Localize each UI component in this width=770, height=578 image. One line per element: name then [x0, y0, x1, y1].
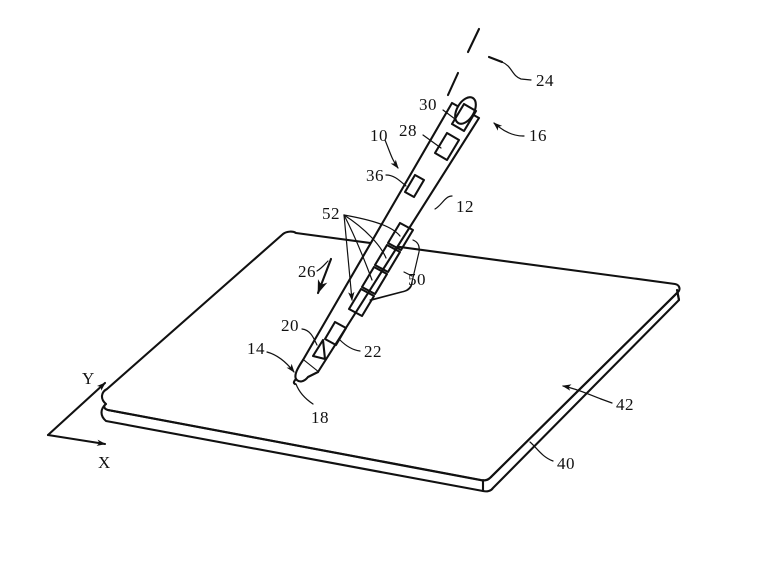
numeral-30: 30 — [419, 95, 437, 114]
numeral-26: 26 — [298, 262, 316, 281]
coordinate-axes — [46, 381, 107, 446]
leader-30 — [442, 109, 456, 120]
leader-50-bracket2 — [371, 281, 413, 301]
tablet-group — [100, 230, 681, 493]
numeral-22: 22 — [364, 342, 382, 361]
leader-52-fan — [343, 214, 401, 301]
numeral-14: 14 — [247, 339, 265, 358]
leader-26-arrow — [316, 257, 333, 295]
leader-42-line — [600, 398, 613, 404]
numeral-10: 10 — [370, 126, 388, 145]
stylus-axis-dashed-line — [446, 27, 504, 97]
leader-28 — [422, 134, 442, 149]
leader-16-arrow — [493, 122, 524, 137]
stylus-nib-point — [292, 377, 298, 386]
leader-20 — [301, 328, 318, 346]
numeral-20: 20 — [281, 316, 299, 335]
leader-10-arrow — [384, 139, 399, 169]
axis-y-arrow — [46, 381, 107, 437]
leader-42-arrow — [562, 384, 602, 400]
stylus-band-36 — [403, 173, 426, 199]
axis-label-x: X — [98, 453, 110, 472]
numeral-24: 24 — [536, 71, 554, 90]
numeral-28: 28 — [399, 121, 417, 140]
leader-50-tick — [403, 271, 413, 277]
leader-26-line — [316, 260, 329, 272]
numeral-52: 52 — [322, 204, 340, 223]
axis-text-labels: Y X — [82, 369, 110, 472]
tablet-right-corner-tick — [675, 288, 681, 302]
axis-label-y: Y — [82, 369, 94, 388]
stylus-band-22 — [323, 320, 348, 347]
numeral-42: 42 — [616, 395, 634, 414]
stylus-band-30 — [450, 102, 478, 133]
axis-x-arrow — [46, 433, 107, 446]
leader-14-arrow — [266, 351, 295, 373]
tablet-right-edge-line — [489, 291, 679, 479]
numeral-40: 40 — [557, 454, 575, 473]
reference-numeral-labels: 24 16 30 28 10 36 12 52 50 26 20 22 14 1… — [247, 71, 634, 473]
numeral-36: 36 — [366, 166, 384, 185]
stylus-tip-electrode-20 — [311, 338, 327, 361]
numeral-12: 12 — [456, 197, 474, 216]
tablet-front-edge-line — [106, 408, 483, 482]
leader-40 — [529, 441, 554, 462]
numeral-16: 16 — [529, 126, 547, 145]
leader-22 — [339, 339, 361, 352]
leader-36 — [385, 174, 407, 187]
leader-lines — [266, 61, 613, 462]
leader-24 — [501, 61, 532, 81]
numeral-50: 50 — [408, 270, 426, 289]
leader-18 — [295, 383, 314, 405]
leader-12 — [434, 195, 453, 210]
stylus-band-28 — [433, 131, 461, 162]
numeral-18: 18 — [311, 408, 329, 427]
